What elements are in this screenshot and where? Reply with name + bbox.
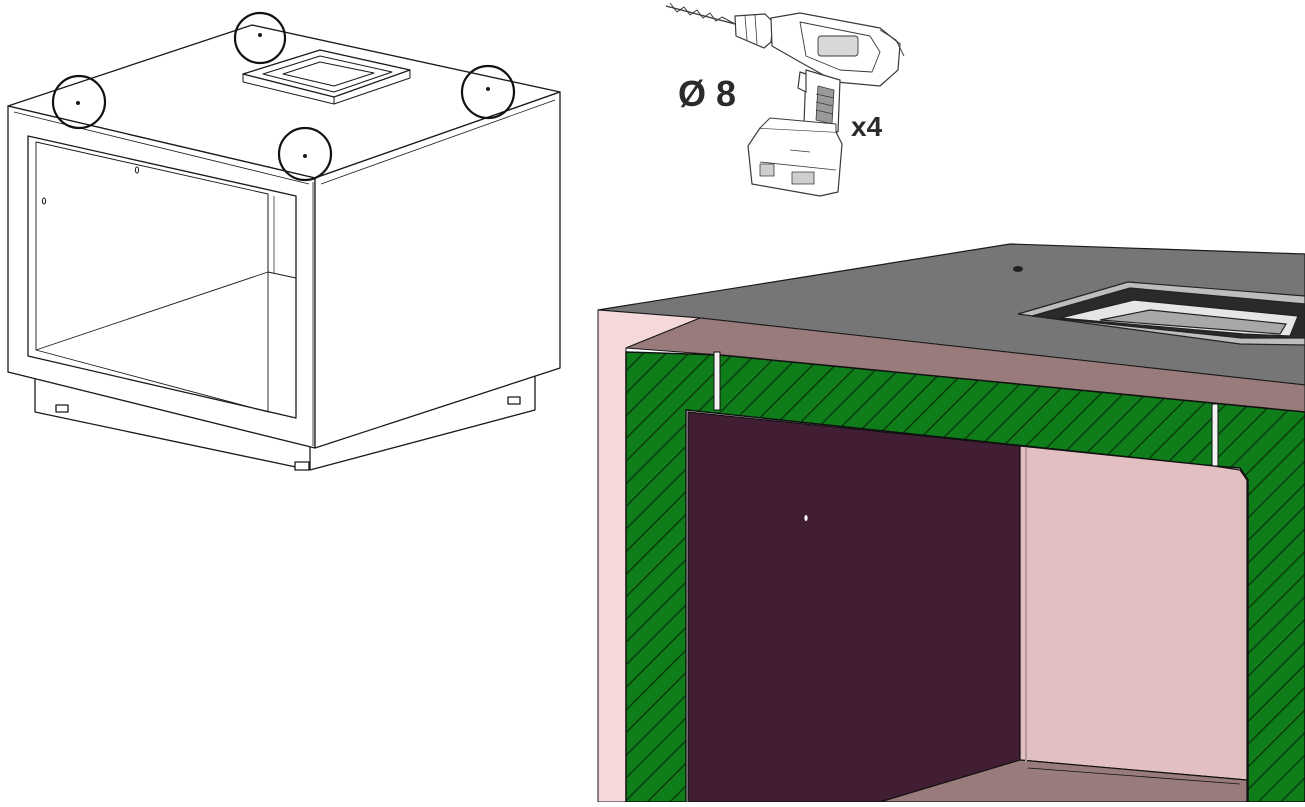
hole-markers [51,11,516,182]
handle-recess [1017,281,1305,346]
cube-overview [7,24,561,471]
hole-count-label: x4 [851,111,883,142]
circle-marker-icon [51,74,107,130]
section-view [597,243,1305,803]
circle-marker-icon [277,126,333,182]
drill-diameter-label: Ø 8 [678,73,737,114]
circle-marker-icon [460,64,516,120]
cordless-drill-icon [665,2,905,197]
circle-marker-icon [233,11,287,65]
